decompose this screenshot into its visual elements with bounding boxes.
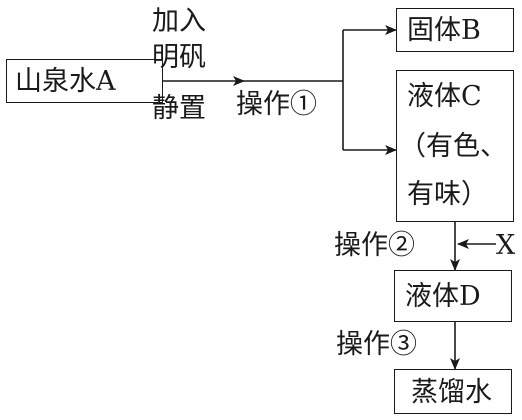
label-liquid-c: 液体C bbox=[407, 81, 482, 112]
label-operation-1: 操作① bbox=[236, 89, 317, 120]
label-operation-2: 操作② bbox=[334, 230, 415, 261]
label-liquid-c-note-line1: （有色、 bbox=[399, 131, 507, 162]
label-distilled-water: 蒸馏水 bbox=[411, 377, 492, 408]
label-liquid-d: 液体D bbox=[405, 281, 481, 312]
label-spring-water-a: 山泉水A bbox=[15, 66, 116, 97]
label-operation-3: 操作③ bbox=[336, 329, 417, 360]
label-add-alum-line2: 明矾 bbox=[152, 42, 206, 73]
label-liquid-c-note-line2: 有味） bbox=[407, 179, 488, 210]
box-distilled-water: 蒸馏水 bbox=[394, 369, 512, 414]
box-solid-b: 固体B bbox=[396, 8, 514, 52]
label-reagent-x: X bbox=[496, 230, 516, 261]
label-settle: 静置 bbox=[152, 93, 206, 124]
box-liquid-d: 液体D bbox=[394, 270, 512, 322]
box-spring-water-a: 山泉水A bbox=[6, 59, 163, 103]
label-solid-b: 固体B bbox=[407, 15, 481, 46]
box-liquid-c: 液体C （有色、 有味） bbox=[396, 70, 514, 222]
label-add-alum-line1: 加入 bbox=[152, 6, 206, 37]
